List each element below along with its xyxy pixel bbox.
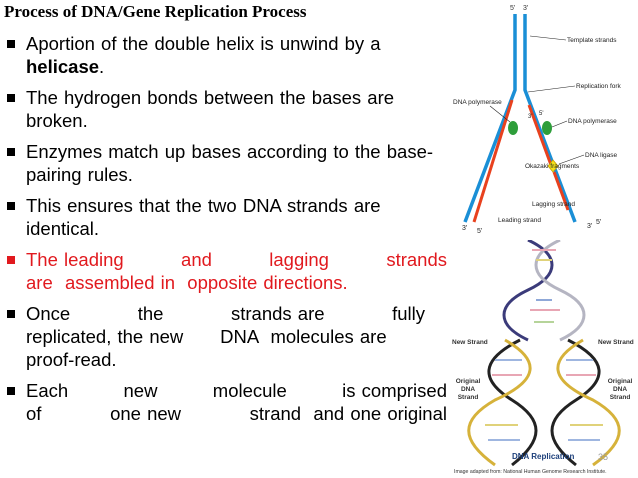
- label-new-strand-right: New Strand: [598, 339, 634, 346]
- label-bottom-5-left: 5': [477, 228, 482, 235]
- label-credit: Image adapted from: National Human Genom…: [454, 469, 607, 475]
- label-template: Template strands: [567, 37, 617, 44]
- label-new-strand-left: New Strand: [452, 339, 488, 346]
- pointer-line: [489, 105, 511, 123]
- bullet-proofread: Once the strands are fully replicated, t…: [2, 302, 447, 371]
- bullet-directions: The leading and lagging strands are asse…: [2, 248, 447, 294]
- pointer-line: [527, 85, 576, 93]
- label-original-right-box: Original DNA Strand: [607, 378, 633, 401]
- bullet-comprised: Each new molecule is comprised of one ne…: [2, 379, 447, 425]
- label-original-left-box: Original DNA Strand: [455, 378, 481, 401]
- pointer-line: [558, 154, 585, 165]
- word: molecule: [212, 380, 287, 401]
- label-leading: Leading strand: [498, 217, 541, 224]
- word: one new: [110, 403, 182, 424]
- bullet-text: Aportion of the double helix is unwind b…: [26, 33, 381, 54]
- template-strand-left: [463, 14, 517, 223]
- word: strands: [386, 249, 447, 270]
- slide-title: Process of DNA/Gene Replication Process: [4, 2, 307, 21]
- bullet-identical: This ensures that the two DNA strands ar…: [2, 194, 447, 240]
- label-original-strand-left: Original DNA Strand: [455, 378, 481, 401]
- bullet-marker: [7, 94, 15, 102]
- label-top-3: 3': [523, 5, 528, 12]
- bullet-marker: [7, 202, 15, 210]
- dna-replication-helix-image: New Strand New Strand Original DNA Stran…: [452, 240, 634, 475]
- label-caption: DNA Replication: [512, 452, 574, 461]
- okazaki-fragment-1: [527, 104, 553, 166]
- bullet-marker: [7, 256, 15, 264]
- bullet-marker: [7, 310, 15, 318]
- bullet-marker: [7, 40, 15, 48]
- label-okazaki: Okazaki fragments: [525, 163, 580, 170]
- leading-strand: [472, 99, 514, 223]
- label-mid-3: 3': [528, 114, 532, 120]
- right-daughter-helix: [550, 338, 621, 467]
- word: strand and one original: [249, 403, 447, 424]
- okazaki-fragment-2: [552, 171, 570, 211]
- pointer-line: [529, 35, 567, 41]
- label-bottom-5-right: 5': [596, 219, 601, 226]
- bullet-line: The leading and lagging strands: [26, 248, 447, 271]
- dna-ligase-icon: [547, 159, 559, 173]
- label-ligase: DNA ligase: [585, 152, 618, 159]
- bullet-line: Once the strands are fully: [26, 302, 447, 325]
- bullet-list: Aportion of the double helix is unwind b…: [2, 32, 447, 433]
- dna-polymerase-right-icon: [542, 121, 552, 135]
- word: strands are: [231, 303, 325, 324]
- template-strand-right: [523, 14, 577, 223]
- left-daughter-helix: [467, 338, 538, 467]
- word: is comprised: [342, 380, 447, 401]
- label-fork: Replication fork: [576, 83, 622, 90]
- bullet-line: Each new molecule is comprised: [26, 379, 447, 402]
- label-original-strand-right: Original DNA Strand: [607, 378, 633, 401]
- word: Each: [26, 380, 69, 401]
- bullet-line: proof-read.: [26, 349, 117, 370]
- bullet-bold-term: helicase: [26, 56, 100, 77]
- parent-helix: [502, 240, 586, 342]
- label-lagging: Lagging strand: [532, 201, 575, 208]
- bullet-marker: [7, 148, 15, 156]
- bullet-line: of one new strand and one original: [26, 402, 447, 425]
- label-bottom-3-left: 3': [462, 225, 467, 232]
- word: Once: [26, 303, 71, 324]
- label-polymerase-right: DNA polymerase: [568, 118, 617, 125]
- bullet-text: Enzymes match up bases according to the …: [26, 141, 434, 185]
- word: new: [123, 380, 158, 401]
- bullet-helicase: Aportion of the double helix is unwind b…: [2, 32, 447, 78]
- label-top-5: 5': [510, 5, 515, 12]
- bullet-text-end: .: [99, 56, 105, 77]
- replication-fork-diagram: 5' 3' Template strands Replication fork …: [453, 5, 622, 235]
- pointer-line: [551, 120, 568, 128]
- bullet-line: are assembled in opposite directions.: [26, 272, 348, 293]
- dna-polymerase-left-icon: [508, 121, 518, 135]
- bullet-text: This ensures that the two DNA strands ar…: [26, 195, 381, 239]
- bullet-marker: [7, 387, 15, 395]
- word: fully: [392, 303, 425, 324]
- page-number: 35: [598, 452, 609, 462]
- bullet-line: replicated, the new DNA molecules are: [26, 326, 387, 347]
- bullet-enzymes: Enzymes match up bases according to the …: [2, 140, 447, 186]
- word: the: [137, 303, 164, 324]
- label-bottom-3-right: 3': [587, 223, 592, 230]
- word: lagging: [269, 249, 329, 270]
- word: and: [181, 249, 212, 270]
- word: of: [26, 403, 42, 424]
- label-mid-5: 5': [539, 111, 543, 117]
- word: The leading: [26, 249, 124, 270]
- bullet-text: The hydrogen bonds between the bases are…: [26, 87, 395, 131]
- label-polymerase-left: DNA polymerase: [453, 99, 502, 106]
- bullet-hydrogen: The hydrogen bonds between the bases are…: [2, 86, 447, 132]
